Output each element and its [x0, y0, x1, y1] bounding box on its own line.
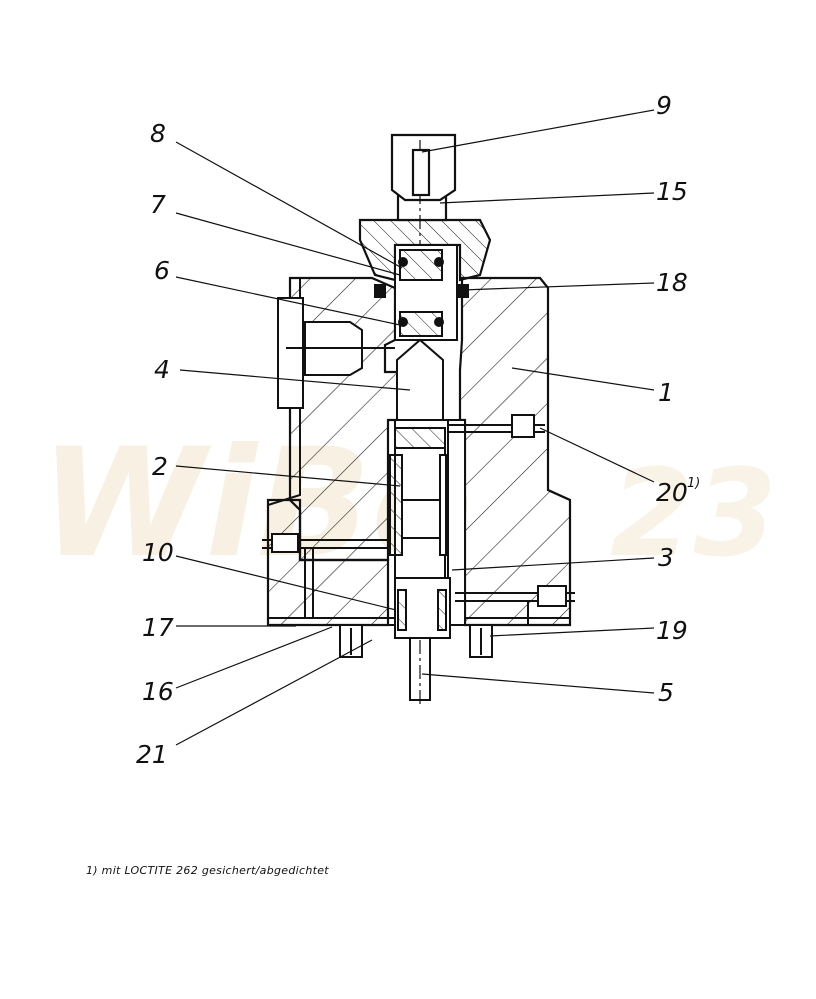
callouts: 9 15 8 7 6 18 4 1 20 1) 2 3 10 17 19 16 … — [136, 91, 700, 769]
housing-left-upper — [288, 276, 400, 562]
callout-1: 1 — [658, 378, 674, 407]
callout-8: 8 — [150, 119, 166, 148]
leader-lines — [175, 109, 655, 746]
callout-20-footnote-mark: 1) — [687, 476, 700, 491]
footnote: 1) mit LOCTITE 262 gesichert/abgedichtet — [86, 864, 329, 877]
callout-20: 20 — [656, 478, 688, 507]
callout-21: 21 — [136, 740, 168, 769]
callout-19: 19 — [656, 616, 688, 645]
callout-7: 7 — [150, 190, 166, 219]
callout-6: 6 — [154, 256, 170, 285]
callout-18: 18 — [656, 268, 688, 297]
callout-4: 4 — [154, 355, 170, 384]
top-cap — [358, 133, 492, 360]
housing-right — [458, 276, 572, 627]
bottom-screws — [339, 624, 493, 658]
callout-10: 10 — [142, 538, 174, 567]
callout-15: 15 — [656, 177, 688, 206]
callout-9: 9 — [656, 91, 672, 120]
piston-cartridge — [374, 244, 469, 421]
callout-16: 16 — [142, 677, 174, 706]
piston-rod — [389, 427, 451, 705]
callout-5: 5 — [658, 678, 674, 707]
callout-3: 3 — [658, 543, 674, 572]
watermark-suffix: 23 — [610, 445, 777, 584]
callout-17: 17 — [142, 613, 174, 642]
callout-2: 2 — [152, 452, 168, 481]
